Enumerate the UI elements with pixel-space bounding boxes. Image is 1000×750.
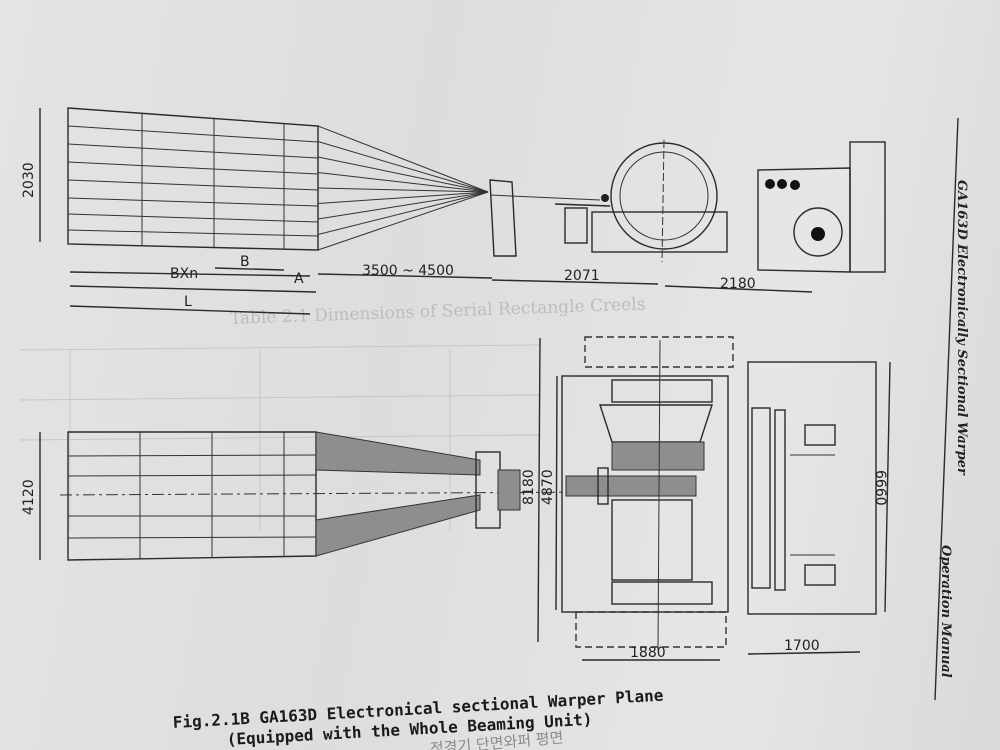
- top-dimension-lines: [69, 267, 813, 315]
- dim-bxn: BXn: [170, 266, 198, 282]
- warp-yarn-line: [317, 125, 489, 193]
- dim-2180: 2180: [720, 276, 756, 292]
- warp-yarn-line: [317, 191, 489, 251]
- dim-2030: 2030: [21, 162, 37, 198]
- dim-1700: 1700: [784, 638, 820, 654]
- dim-a: A: [294, 271, 304, 287]
- warp-yarn-line: [317, 156, 489, 193]
- dim-8180: 8180: [521, 469, 537, 505]
- header-title: GA163D Electronically Sectional Warper: [954, 180, 969, 476]
- dim-l: L: [184, 294, 192, 310]
- plan-dimension-lines: [537, 337, 891, 661]
- dim-b: B: [240, 254, 250, 270]
- dim-2071: 2071: [564, 268, 600, 284]
- warp-yarn-line: [317, 191, 489, 220]
- bleed-through-table-title: Table 2.1 Dimensions of Serial Rectangle…: [230, 294, 646, 328]
- dim-3500-4500: 3500 ~ 4500: [362, 263, 454, 279]
- creel-side-view: [67, 107, 489, 251]
- warper-plan-view: [561, 336, 877, 651]
- header-rule: [934, 117, 959, 701]
- dim-1880: 1880: [630, 645, 666, 661]
- dim-4870: 4870: [540, 469, 556, 505]
- dim-4120: 4120: [21, 479, 37, 515]
- header-section: Operation Manual: [938, 545, 953, 678]
- warp-yarn-line: [317, 191, 489, 235]
- creel-plan-view: [59, 431, 601, 561]
- dim-6660: 6660: [872, 470, 888, 506]
- warper-side-view: [489, 139, 886, 273]
- warp-yarn-line: [317, 191, 489, 204]
- warp-yarn-line: [317, 172, 489, 193]
- bleed-through-table-grid: [19, 344, 541, 530]
- warp-yarn-line: [317, 187, 489, 193]
- warp-yarn-line: [317, 141, 489, 193]
